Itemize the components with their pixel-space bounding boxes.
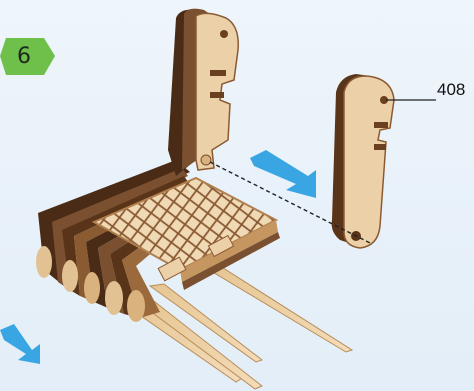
arrow-right-icon <box>250 150 316 198</box>
part-number-label: 408 <box>437 80 465 100</box>
arrow-left-edge-icon <box>0 324 40 364</box>
part-408-piece <box>332 74 394 248</box>
step-badge: 6 <box>0 38 55 75</box>
backrest-upright <box>168 9 238 176</box>
tusk-prongs <box>118 266 352 389</box>
step-number: 6 <box>0 38 48 75</box>
